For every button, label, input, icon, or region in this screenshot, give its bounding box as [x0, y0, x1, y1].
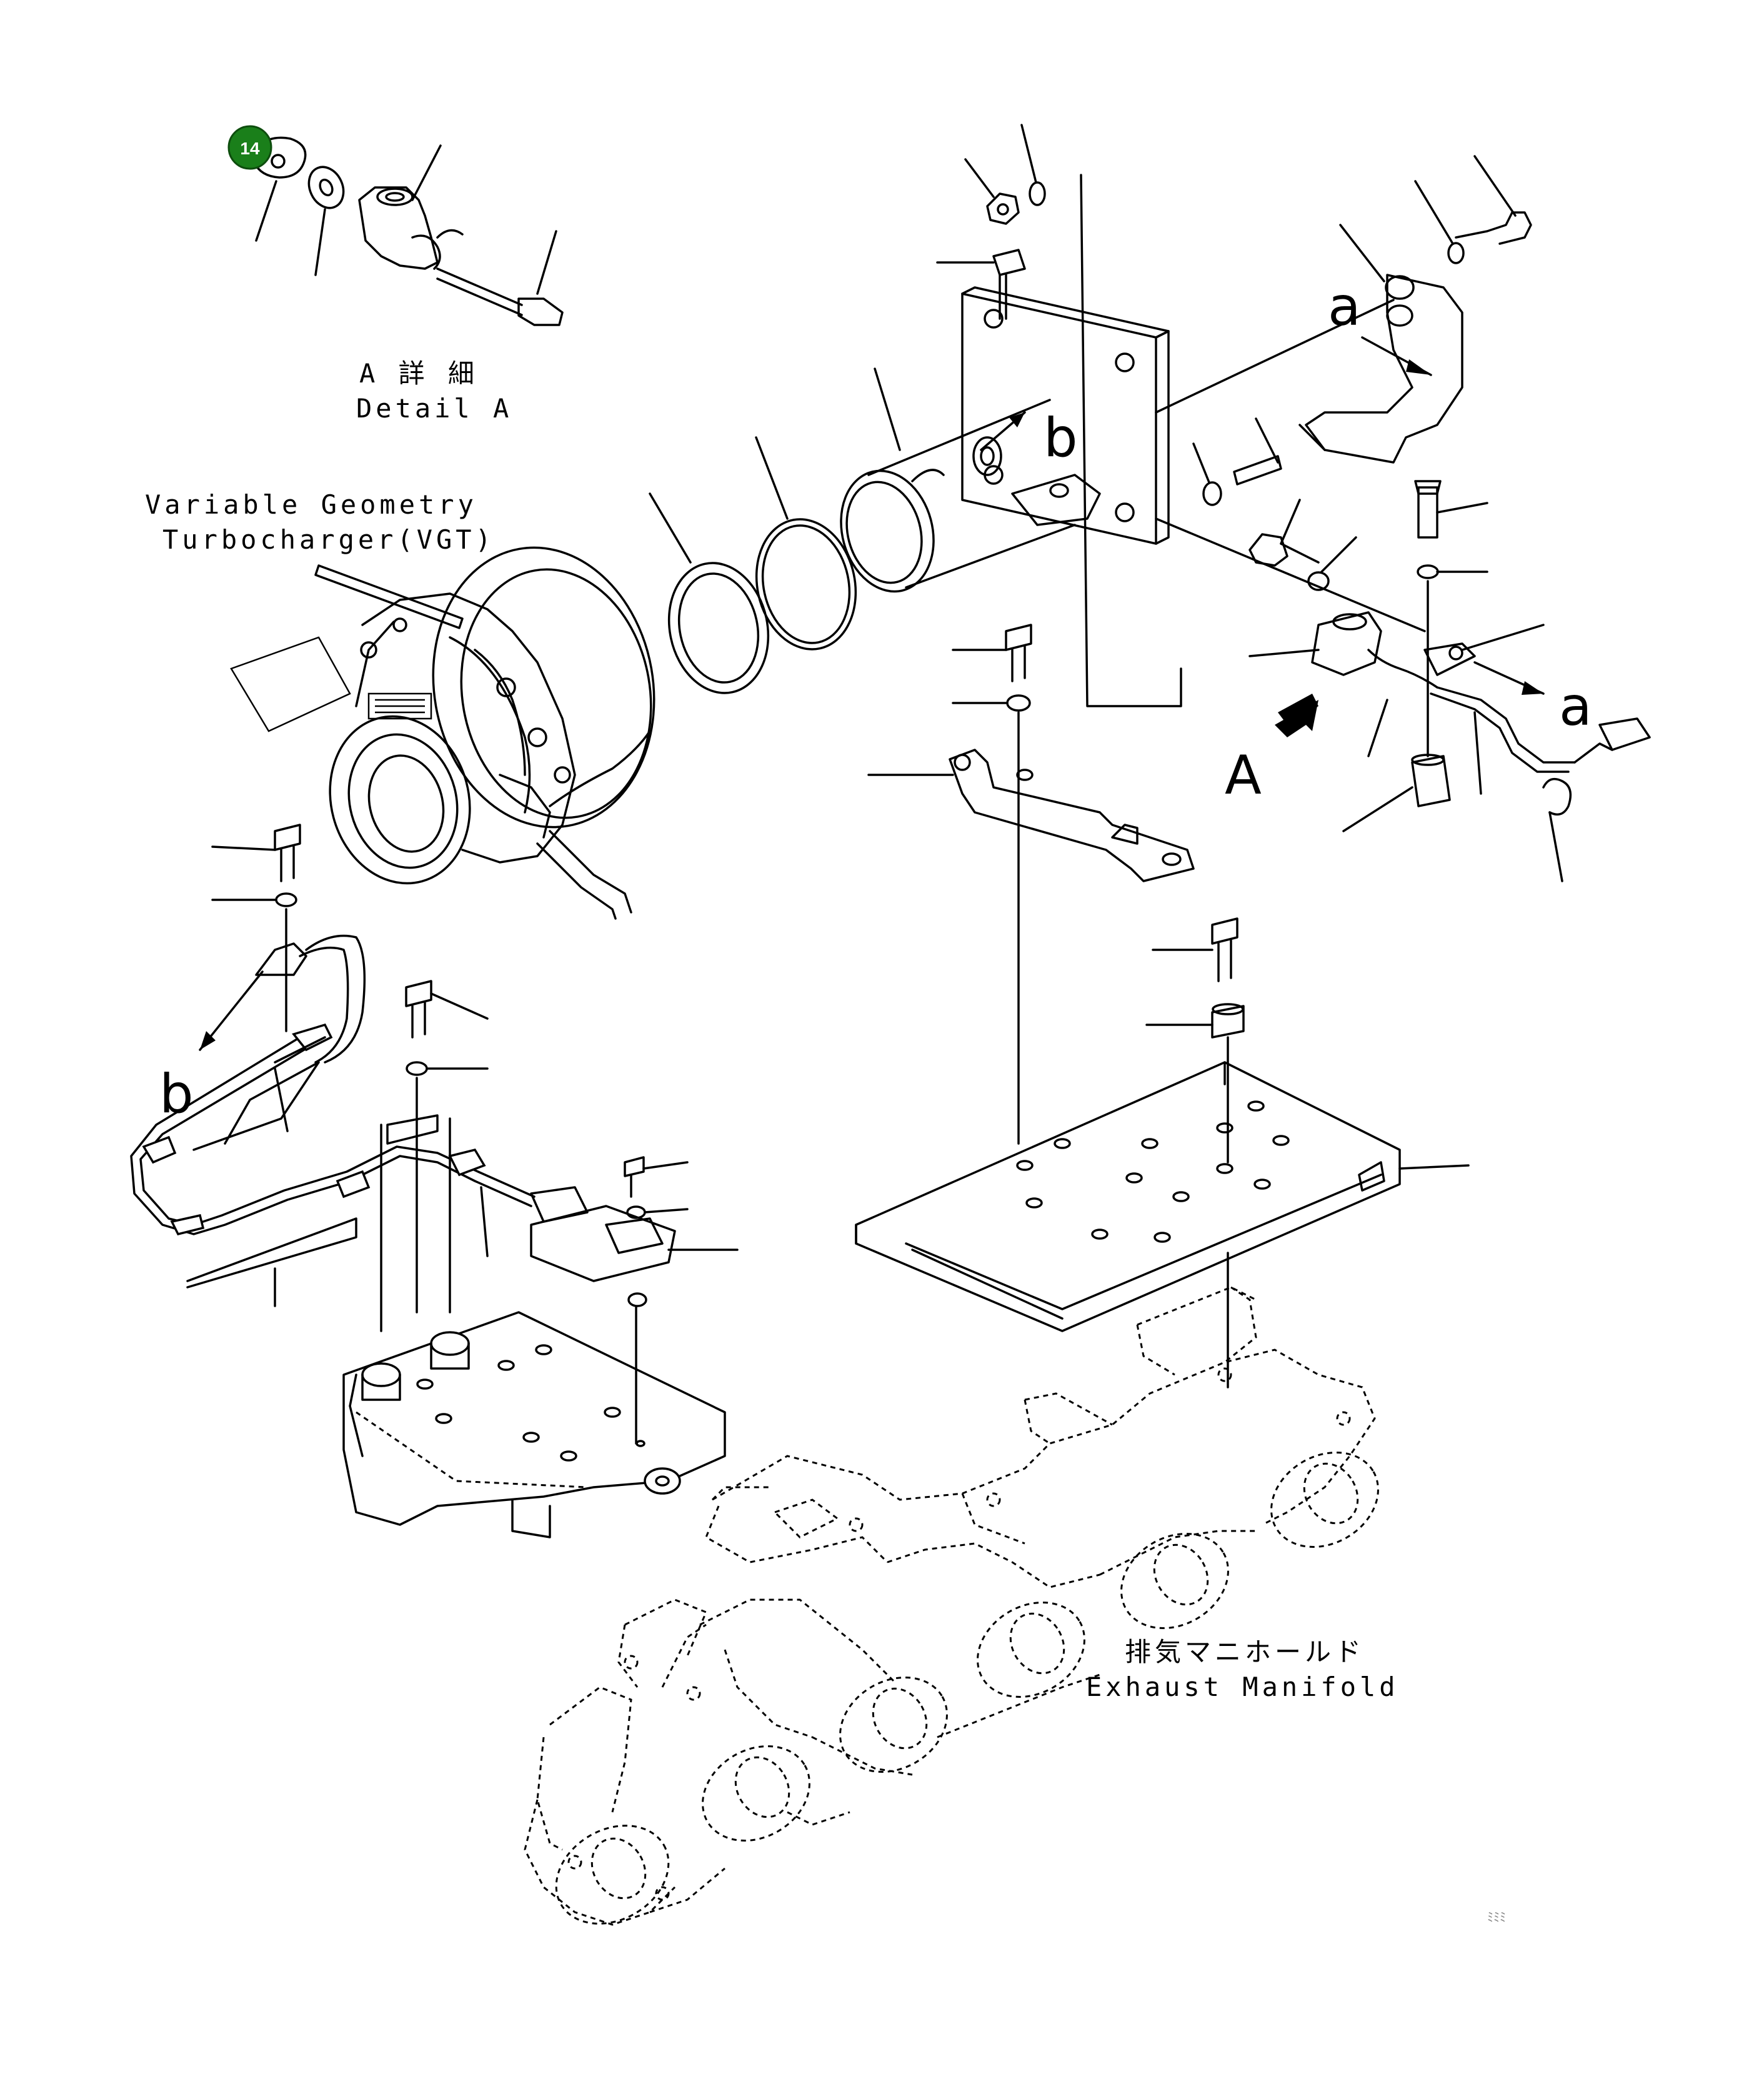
- detail-a-sensor: [358, 186, 439, 270]
- callout-badge[interactable]: 14: [227, 125, 272, 170]
- exhaust-pipe-adapter: [840, 174, 1426, 707]
- lower-mounting-block: [342, 1311, 726, 1538]
- detail-a-group: [252, 136, 564, 326]
- vgt-label-line2: Turbocharger(VGT): [162, 524, 495, 555]
- detail-a-bolt: [517, 297, 564, 326]
- callout-number: 14: [240, 139, 260, 158]
- manifold-title-jp: 排気マニホールド: [1125, 1637, 1365, 1667]
- detail-a-washer: [307, 166, 345, 209]
- heat-shield-plate: [855, 917, 1470, 1388]
- manifold-title-en: Exhaust Manifold: [1086, 1672, 1399, 1702]
- view-mark-a-top: a: [1328, 276, 1361, 338]
- wire-harness: [130, 824, 739, 1445]
- vgt-label-line1: Variable Geometry: [145, 489, 477, 520]
- turbocharger: [230, 546, 655, 920]
- top-fasteners: [936, 124, 1532, 591]
- sensor-assembly-right: [1248, 480, 1651, 882]
- exhaust-manifold: [524, 1286, 1379, 1926]
- view-mark-a-right: a: [1559, 676, 1592, 738]
- mounting-bracket-top: [1298, 224, 1463, 464]
- gasket-rings: [649, 436, 857, 694]
- callout-circle: [227, 125, 272, 170]
- detail-a-title-en: Detail A: [356, 393, 512, 424]
- view-mark-b-left: b: [159, 1063, 194, 1125]
- view-mark-A: A: [1225, 744, 1262, 807]
- view-mark-b-top: b: [1044, 407, 1078, 469]
- detail-a-title-jp: A 詳 細: [359, 358, 478, 389]
- support-bracket-center: [867, 624, 1195, 1145]
- corner-code: ﾐﾐﾐ: [1487, 1910, 1506, 1925]
